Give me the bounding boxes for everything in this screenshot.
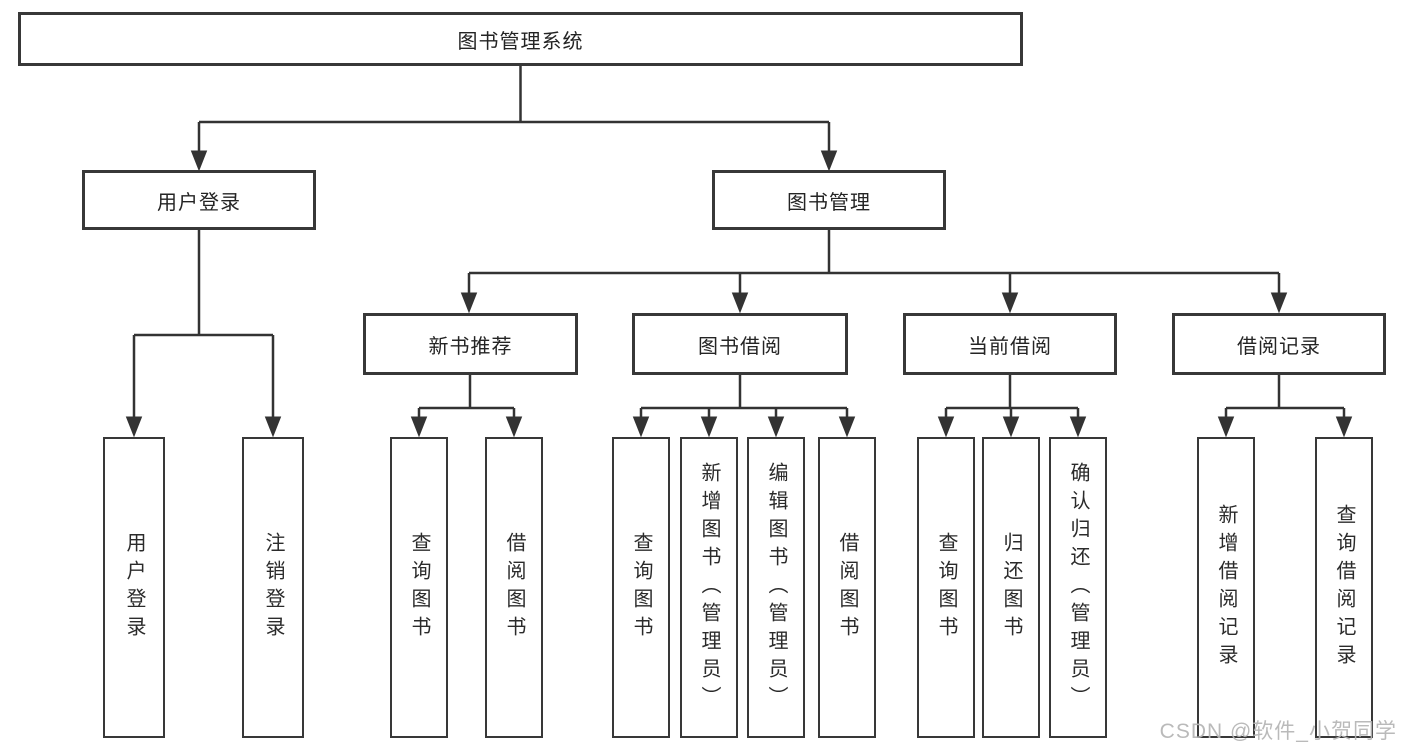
leaf-add-borrow-record: 新增借阅记录	[1197, 437, 1255, 738]
leaf-query-books-current-label: 查询图书	[935, 531, 957, 644]
node-user-login: 用户登录	[82, 170, 316, 230]
leaf-add-borrow-record-label: 新增借阅记录	[1215, 503, 1237, 672]
leaf-return-books: 归还图书	[982, 437, 1040, 738]
leaf-confirm-return-admin: 确认归还（管理员）	[1049, 437, 1107, 738]
leaf-add-books-admin: 新增图书（管理员）	[680, 437, 738, 738]
leaf-query-books-recommend-label: 查询图书	[408, 531, 430, 644]
leaf-return-books-label: 归还图书	[1000, 531, 1022, 644]
node-current-borrowing-label: 当前借阅	[968, 335, 1052, 358]
leaf-borrow-books-recommend-label: 借阅图书	[503, 531, 525, 644]
leaf-edit-books-admin: 编辑图书（管理员）	[747, 437, 805, 738]
csdn-watermark: CSDN @软件_小贺同学	[1159, 720, 1397, 743]
leaf-user-login: 用户登录	[103, 437, 165, 738]
leaf-query-books-recommend: 查询图书	[390, 437, 448, 738]
leaf-query-borrow-record: 查询借阅记录	[1315, 437, 1373, 738]
leaf-confirm-return-admin-label: 确认归还（管理员）	[1067, 461, 1089, 714]
node-new-book-recommend-label: 新书推荐	[428, 335, 513, 358]
node-book-borrowing-label: 图书借阅	[698, 335, 782, 358]
node-root: 图书管理系统	[18, 12, 1023, 66]
node-current-borrowing: 当前借阅	[903, 313, 1117, 375]
node-book-management-label: 图书管理	[787, 191, 871, 214]
leaf-user-login-label: 用户登录	[123, 531, 145, 644]
leaf-add-books-admin-label: 新增图书（管理员）	[698, 461, 720, 714]
leaf-edit-books-admin-label: 编辑图书（管理员）	[765, 461, 787, 714]
leaf-query-books-current: 查询图书	[917, 437, 975, 738]
leaf-logout: 注销登录	[242, 437, 304, 738]
node-user-login-label: 用户登录	[157, 191, 241, 214]
node-book-borrowing: 图书借阅	[632, 313, 848, 375]
leaf-logout-label: 注销登录	[262, 531, 284, 644]
leaf-query-books-borrowing-label: 查询图书	[630, 531, 652, 644]
node-borrowing-records-label: 借阅记录	[1237, 335, 1321, 358]
leaf-query-books-borrowing: 查询图书	[612, 437, 670, 738]
leaf-query-borrow-record-label: 查询借阅记录	[1333, 503, 1355, 672]
node-borrowing-records: 借阅记录	[1172, 313, 1386, 375]
leaf-borrow-books-recommend: 借阅图书	[485, 437, 543, 738]
node-book-management: 图书管理	[712, 170, 946, 230]
leaf-borrow-books: 借阅图书	[818, 437, 876, 738]
leaf-borrow-books-label: 借阅图书	[836, 531, 858, 644]
node-root-label: 图书管理系统	[457, 30, 584, 53]
node-new-book-recommend: 新书推荐	[363, 313, 578, 375]
